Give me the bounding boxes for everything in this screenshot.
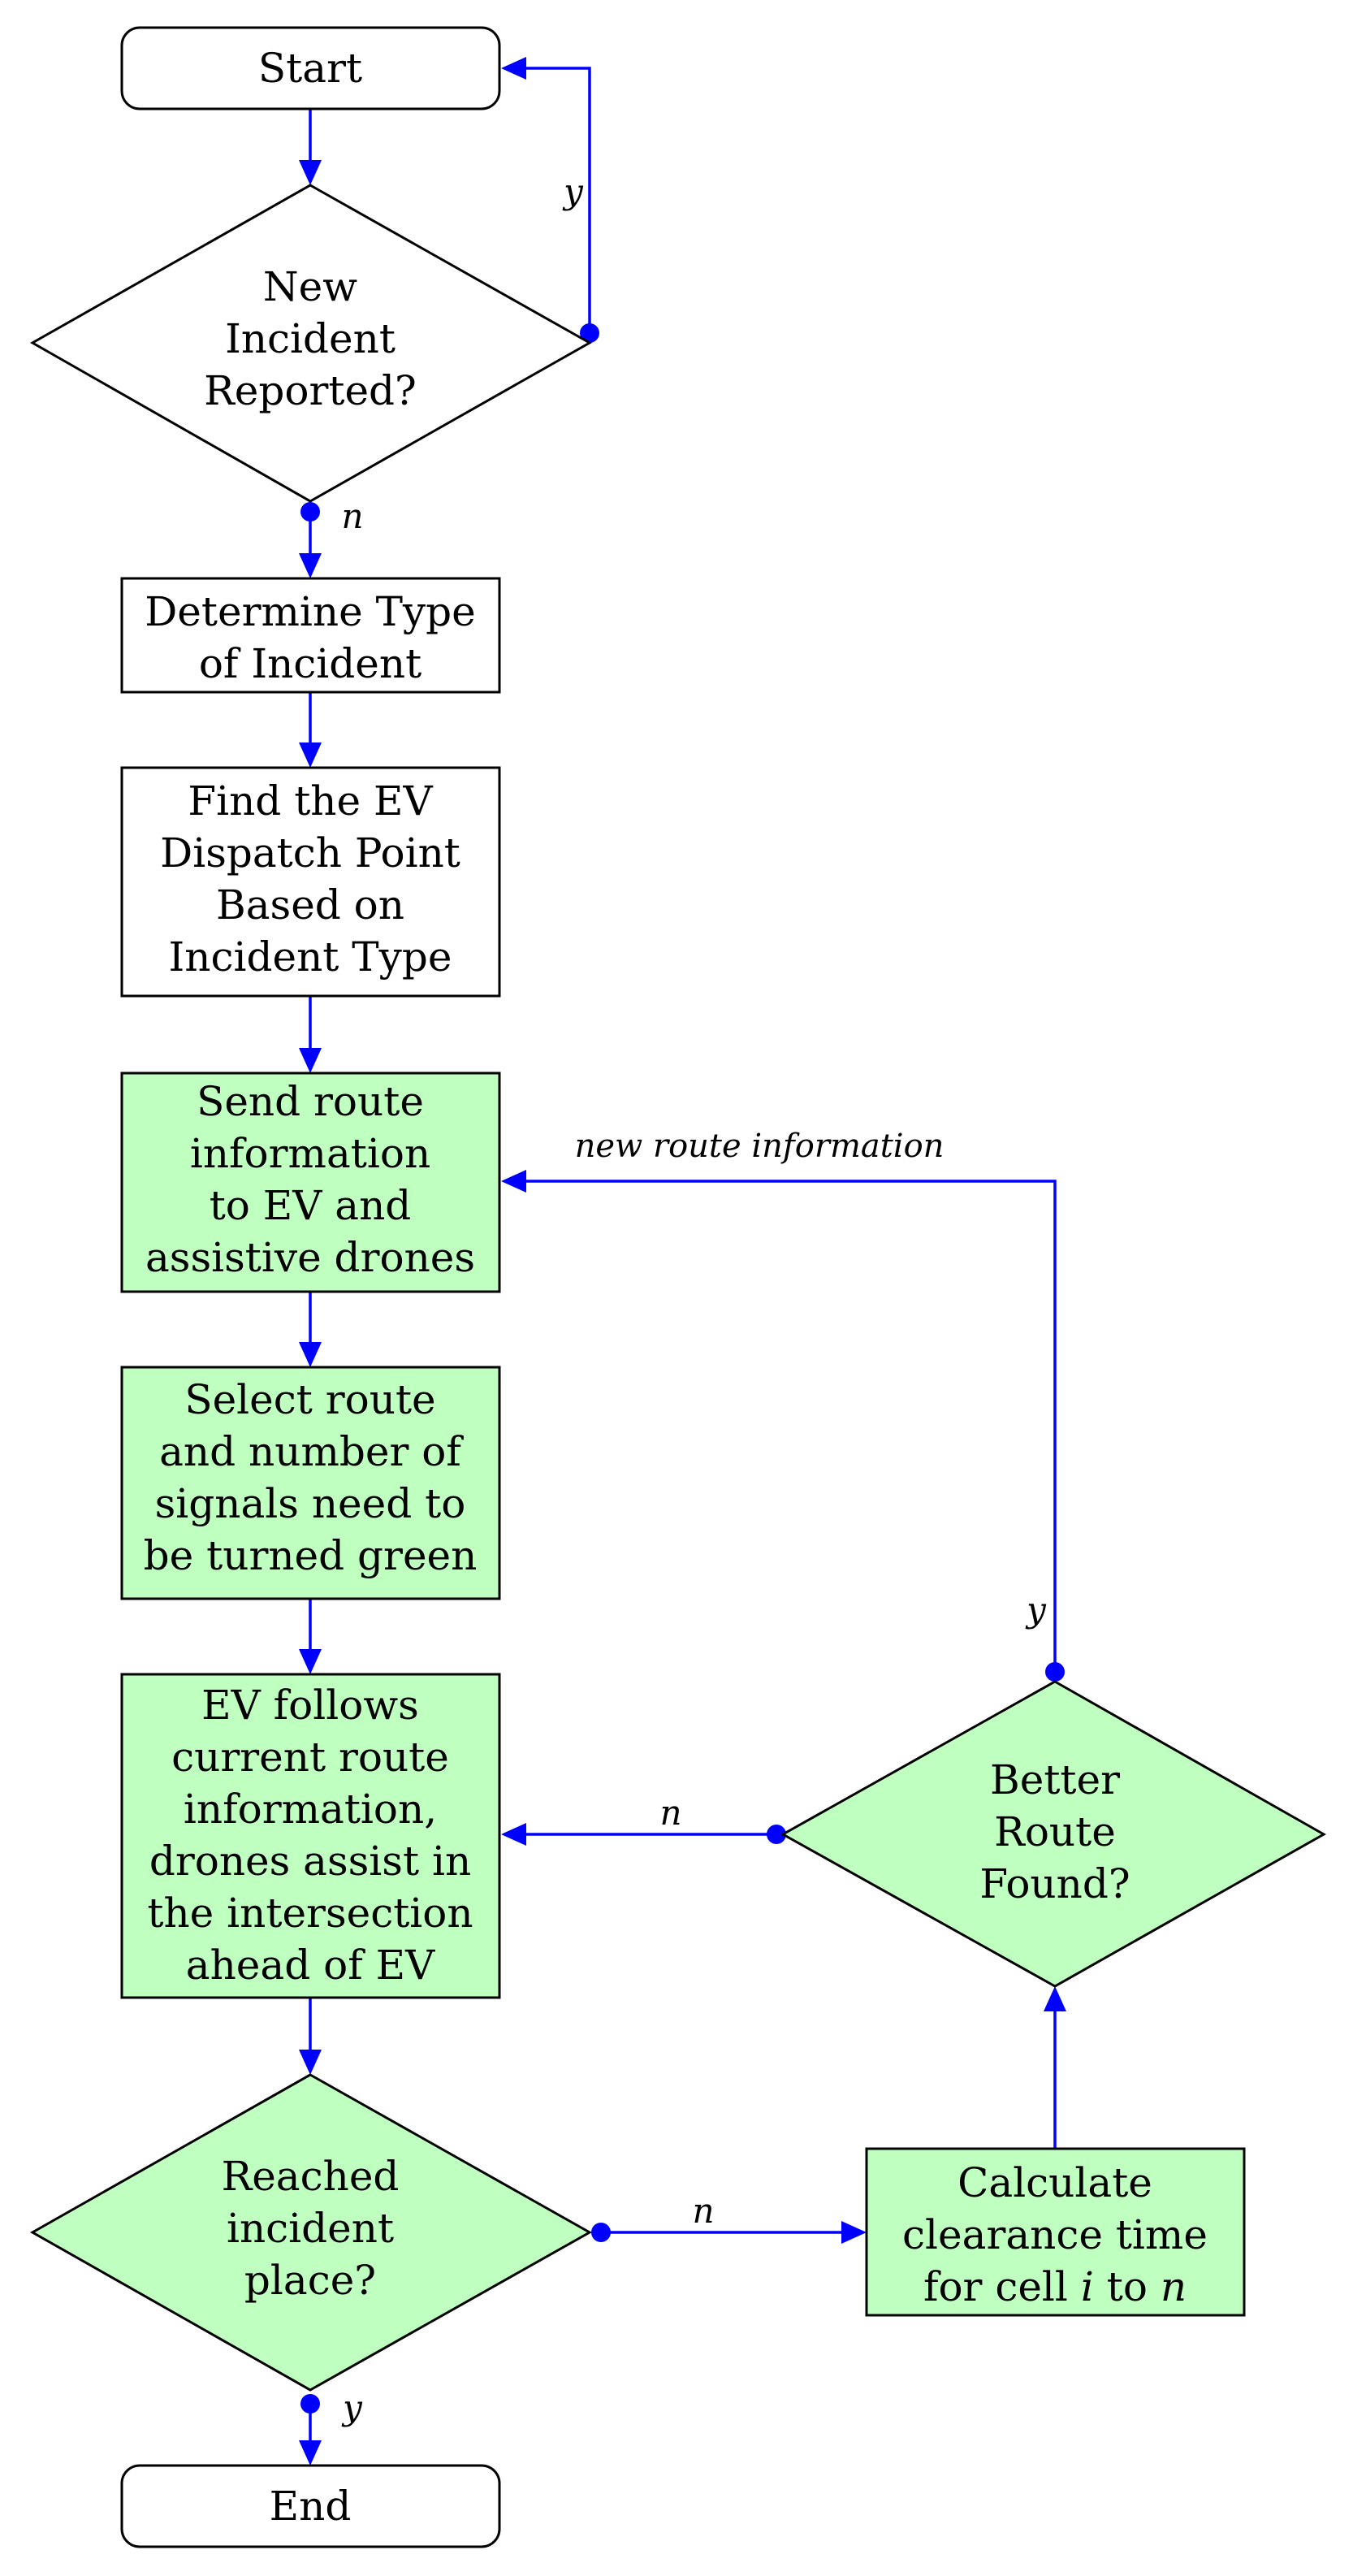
send-line-4: assistive drones bbox=[145, 1234, 475, 1281]
end-terminal: End bbox=[120, 2464, 501, 2548]
new-incident-line-2: Incident bbox=[225, 315, 396, 362]
end-label: End bbox=[270, 2483, 352, 2530]
select-route-process: Select route and number of signals need … bbox=[120, 1366, 501, 1600]
find-line-2: Dispatch Point bbox=[160, 829, 460, 877]
send-line-3: to EV and bbox=[210, 1182, 412, 1229]
send-route-process: Send route information to EV and assisti… bbox=[120, 1072, 501, 1293]
label-better-route-no: n bbox=[659, 1793, 681, 1833]
label-new-incident-yes: y bbox=[562, 171, 584, 211]
determine-type-process: Determine Type of Incident bbox=[120, 577, 501, 694]
edge-dot bbox=[591, 2223, 611, 2242]
ev-line-1: EV follows bbox=[201, 1682, 419, 1729]
edge-dot bbox=[300, 2394, 320, 2414]
calculate-line-1: Calculate bbox=[957, 2159, 1152, 2206]
arrowhead bbox=[299, 1342, 322, 1367]
ev-follows-process: EV follows current route information, dr… bbox=[120, 1673, 501, 1999]
find-dispatch-process: Find the EV Dispatch Point Based on Inci… bbox=[120, 766, 501, 998]
label-reached-yes: y bbox=[341, 2388, 363, 2427]
label-new-route-information: new route information bbox=[575, 1128, 945, 1165]
select-line-4: be turned green bbox=[144, 1532, 478, 1579]
arrowhead bbox=[841, 2221, 867, 2244]
calculate-line-3: for cell i to n bbox=[923, 2263, 1187, 2310]
label-better-route-yes: y bbox=[1025, 1590, 1047, 1630]
determine-line-2: of Incident bbox=[199, 640, 421, 687]
edge-labels: y n new route information y n n y bbox=[341, 171, 1047, 2427]
ev-line-6: ahead of EV bbox=[186, 1942, 435, 1989]
send-line-2: information bbox=[190, 1130, 430, 1177]
reached-decision: Reached incident place? bbox=[29, 2073, 593, 2392]
start-label: Start bbox=[258, 45, 362, 92]
ev-line-2: current route bbox=[171, 1734, 449, 1781]
arrowhead bbox=[501, 1823, 526, 1846]
edge-dot bbox=[300, 502, 320, 522]
edge-dot bbox=[580, 323, 599, 343]
better-line-3: Found? bbox=[979, 1860, 1130, 1907]
start-terminal: Start bbox=[120, 26, 501, 110]
ev-line-4: drones assist in bbox=[149, 1838, 471, 1885]
find-line-1: Find the EV bbox=[188, 777, 433, 825]
better-line-2: Route bbox=[994, 1808, 1116, 1855]
reached-line-2: incident bbox=[227, 2205, 394, 2252]
arrowhead bbox=[501, 1170, 526, 1193]
arrowhead bbox=[299, 1048, 322, 1073]
new-incident-line-1: New bbox=[263, 263, 357, 310]
select-line-1: Select route bbox=[184, 1376, 435, 1423]
better-line-1: Better bbox=[990, 1756, 1120, 1803]
edge-new-incident-yes-loop bbox=[520, 67, 591, 333]
arrowhead bbox=[299, 2050, 322, 2075]
better-route-decision: Better Route Found? bbox=[780, 1680, 1327, 1988]
determine-line-1: Determine Type bbox=[145, 588, 476, 635]
ev-line-3: information, bbox=[184, 1786, 437, 1833]
label-reached-no: n bbox=[692, 2191, 714, 2231]
calculate-process: Calculate clearance time for cell i to n bbox=[865, 2147, 1246, 2317]
edge-dot bbox=[767, 1825, 786, 1844]
find-line-3: Based on bbox=[216, 881, 404, 929]
send-line-1: Send route bbox=[197, 1078, 424, 1125]
arrowhead bbox=[299, 553, 322, 578]
new-incident-decision: New Incident Reported? bbox=[29, 184, 593, 503]
new-incident-line-3: Reported? bbox=[204, 367, 417, 414]
arrowhead bbox=[1044, 1986, 1066, 2011]
label-new-incident-no: n bbox=[341, 496, 363, 536]
edge-better-route-yes bbox=[520, 1180, 1057, 1672]
edge-dot bbox=[1045, 1662, 1065, 1682]
edges bbox=[299, 57, 1066, 2466]
reached-line-3: place? bbox=[244, 2257, 376, 2304]
ev-line-5: the intersection bbox=[147, 1890, 473, 1937]
reached-line-1: Reached bbox=[222, 2153, 400, 2200]
select-line-3: signals need to bbox=[155, 1480, 466, 1527]
arrowhead bbox=[299, 2440, 322, 2466]
arrowhead bbox=[501, 57, 526, 80]
arrowhead bbox=[299, 1649, 322, 1674]
arrowhead bbox=[299, 742, 322, 768]
calculate-line-2: clearance time bbox=[902, 2211, 1208, 2258]
find-line-4: Incident Type bbox=[169, 933, 452, 981]
arrowhead bbox=[299, 160, 322, 185]
select-line-2: and number of bbox=[159, 1428, 464, 1475]
